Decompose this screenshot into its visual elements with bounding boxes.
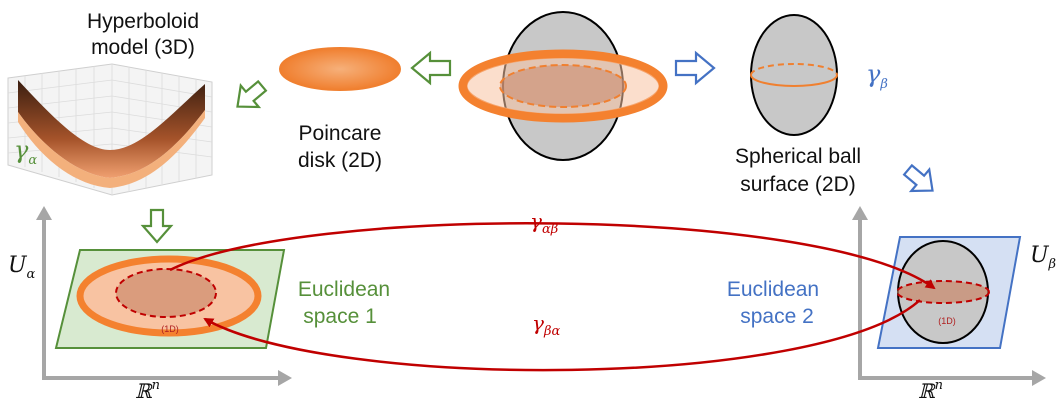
gamma-alpha-label: γα [14, 136, 37, 168]
spherical-label-line2: surface (2D) [740, 173, 856, 196]
transition-alpha-beta-arrow [169, 222, 936, 290]
gamma-beta-label: γβ [866, 60, 888, 92]
rn-left-label: ℝn [135, 378, 160, 400]
transition-beta-alpha-arrow [203, 299, 921, 372]
u-alpha-label: Uα [8, 253, 36, 282]
euclid2-label-line1: Euclidean [727, 278, 819, 301]
arrow-spherical-to-euclid2 [902, 163, 934, 193]
spherical-label-line1: Spherical ball [735, 145, 861, 168]
poincare-label-line2: disk (2D) [298, 149, 382, 172]
euclid1-inner-disk [115, 268, 217, 318]
poincare-disk [279, 47, 401, 91]
spherical-ball [750, 14, 838, 136]
hyperboloid-label-line2: model (3D) [91, 36, 195, 59]
arrow-poincare-to-hyperboloid [236, 79, 268, 109]
gamma-beta-alpha-label: γβα [532, 311, 560, 339]
rn-right-label: ℝn [918, 378, 943, 400]
euclid2-band [896, 280, 990, 304]
euclidean-space-2-axes [852, 206, 1046, 386]
dim-1d-right: (1D) [938, 316, 956, 326]
hyperboloid-plot [7, 63, 213, 196]
u-beta-label: Uβ [1030, 243, 1056, 272]
euclid1-label-line1: Euclidean [298, 278, 390, 301]
euclid2-label-line2: space 2 [740, 305, 814, 328]
arrow-hyperboloid-to-euclid1 [140, 208, 174, 244]
dim-1d-left: (1D) [161, 324, 179, 334]
gamma-alpha-beta-label: γαβ [530, 209, 558, 237]
arrow-sphere-to-poincare [410, 50, 452, 86]
euclidean-space-1-axes [36, 206, 292, 386]
central-sphere [458, 11, 668, 161]
hyperboloid-label-line1: Hyperboloid [87, 10, 199, 33]
poincare-label-line1: Poincare [299, 122, 382, 145]
arrow-sphere-to-spherical [674, 50, 716, 86]
euclid1-label-line2: space 1 [303, 305, 377, 328]
